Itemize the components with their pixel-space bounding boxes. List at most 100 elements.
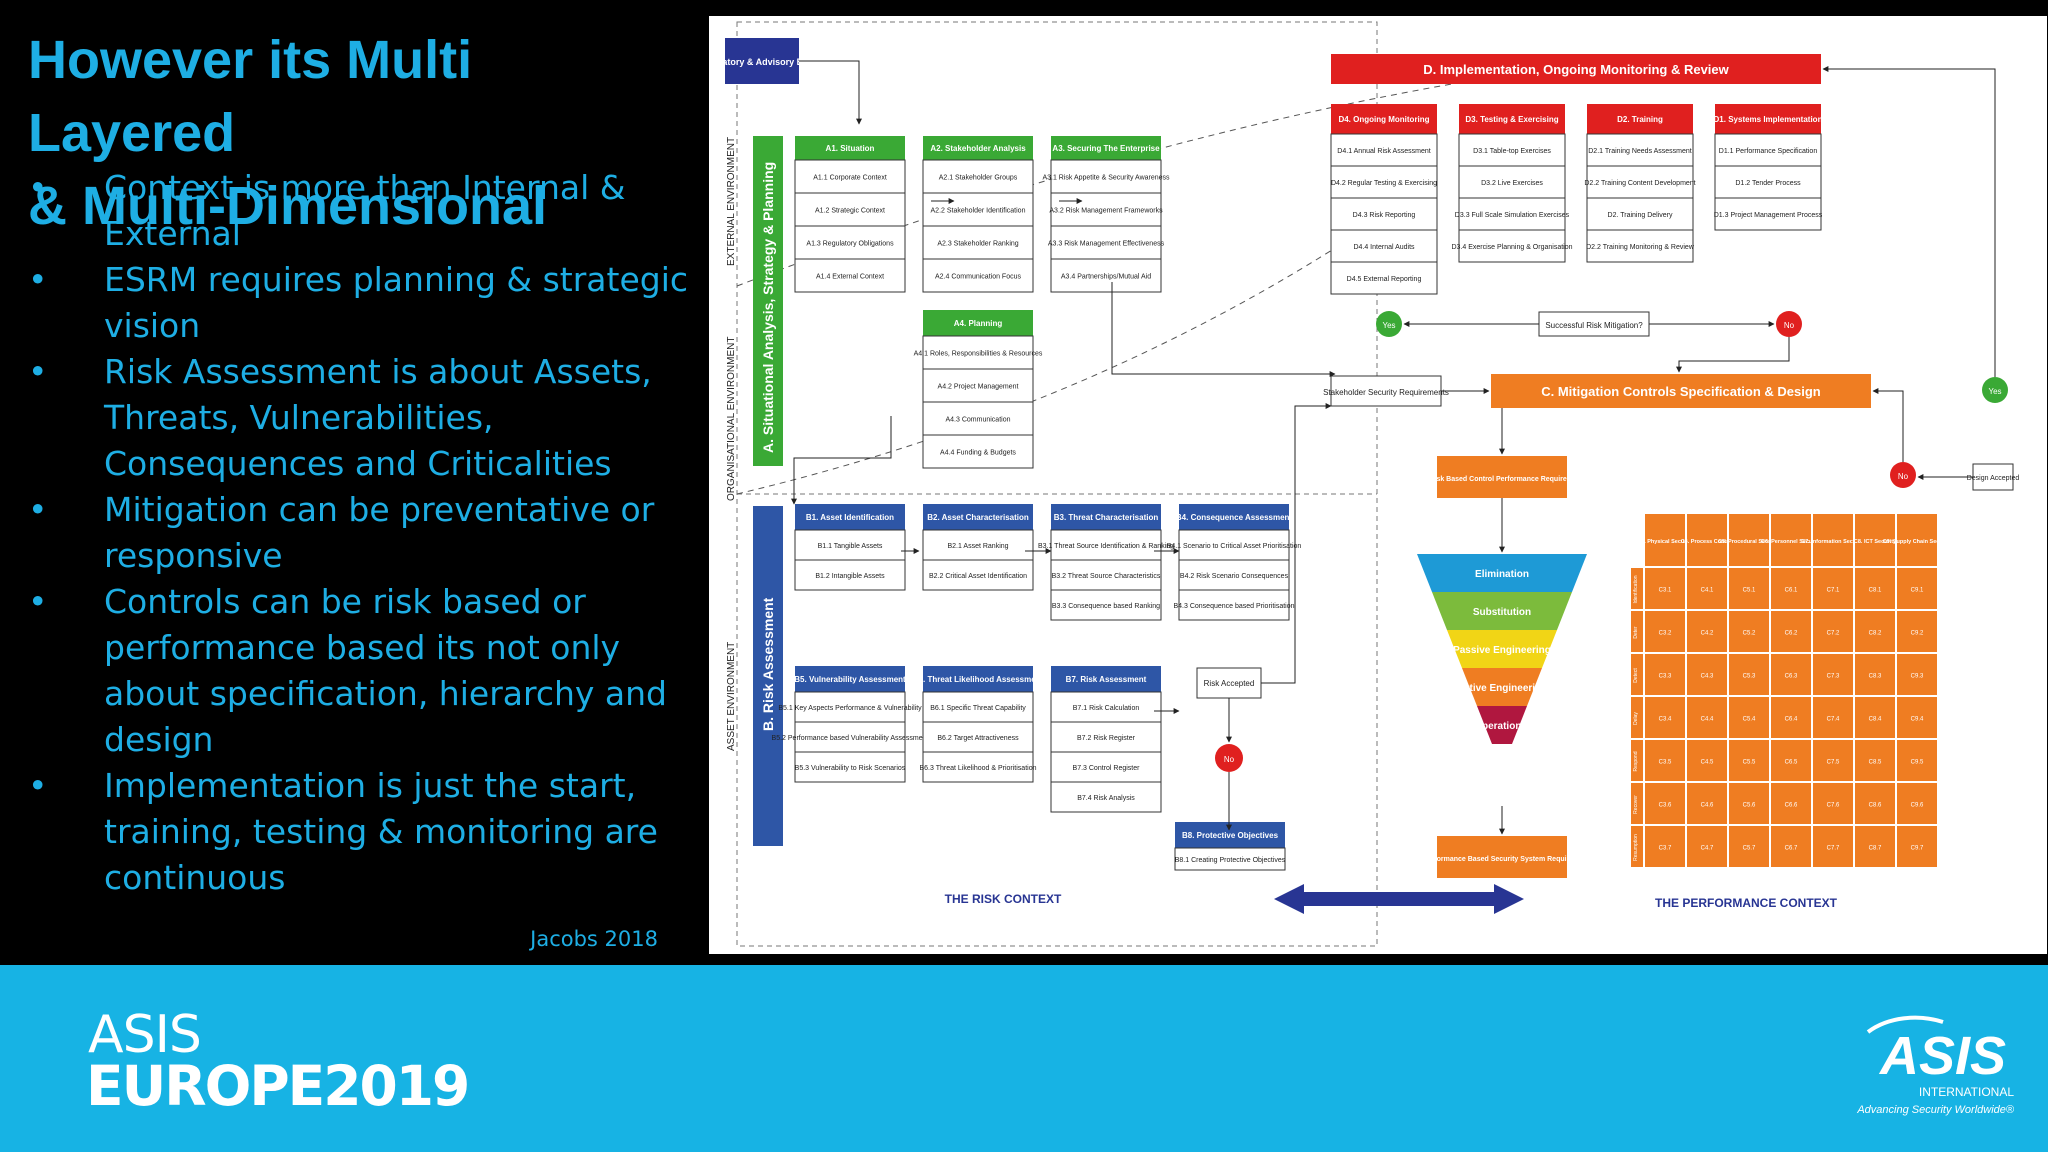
process-item-label: B3.1 Threat Source Identification & Rank…	[1038, 543, 1174, 550]
process-item-label: D4.3 Risk Reporting	[1353, 212, 1416, 219]
matrix-cell-label: C6.6	[1785, 803, 1798, 809]
matrix-cell	[1897, 611, 1937, 652]
box-a1-title: A1. Situation	[826, 144, 875, 153]
matrix-cell-label: C3.7	[1659, 846, 1672, 852]
matrix-cell-label: C6.7	[1785, 846, 1798, 852]
bullet-item: •Mitigation can be preventative or respo…	[28, 487, 708, 579]
matrix-cell-label: C9.2	[1911, 631, 1924, 637]
matrix-cell-label: C6.2	[1785, 631, 1798, 637]
box-b2-header	[923, 504, 1033, 530]
matrix-cell-label: C7.4	[1827, 717, 1840, 723]
matrix-cell	[1855, 783, 1895, 824]
bullet-item: •Implementation is just the start, train…	[28, 763, 708, 901]
matrix-row-label: Respond	[1633, 751, 1639, 771]
bullet-text: ESRM requires planning & strategic visio…	[104, 260, 689, 345]
box-a3-header	[1051, 136, 1161, 160]
connector	[1676, 337, 1790, 373]
process-item-label: A4.1 Roles, Responsibilities & Resources	[914, 351, 1043, 358]
process-item-cell	[1050, 589, 1162, 621]
process-item-label: D3.3 Full Scale Simulation Exercises	[1455, 212, 1570, 219]
box-b4-header	[1179, 504, 1289, 530]
process-item-cell	[1458, 229, 1566, 263]
process-item-label: D3.2 Live Exercises	[1481, 180, 1543, 187]
matrix-cell	[1645, 826, 1685, 867]
box-b2-title: B2. Asset Characterisation	[927, 513, 1029, 522]
funnel-layer-shape	[1447, 630, 1557, 668]
matrix-cell-label: C9.5	[1911, 760, 1924, 766]
process-item-label: D4.1 Annual Risk Assessment	[1337, 148, 1430, 155]
matrix-cell	[1855, 697, 1895, 738]
matrix-cell	[1771, 568, 1811, 609]
matrix-cell-label: C8.4	[1869, 717, 1882, 723]
process-item-label: D2.2 Training Content Development	[1584, 180, 1695, 187]
matrix-cell	[1771, 697, 1811, 738]
process-item-cell	[1050, 529, 1162, 561]
bullet-text: Implementation is just the start, traini…	[104, 766, 658, 897]
bullet-item: •Controls can be risk based or performan…	[28, 579, 708, 763]
matrix-cell	[1687, 740, 1727, 781]
box-b7-header	[1051, 666, 1161, 692]
matrix-row-label: Recover	[1633, 795, 1639, 814]
matrix-row-header	[1631, 611, 1643, 652]
process-item-cell	[922, 368, 1034, 403]
no-label: No	[1898, 472, 1909, 481]
env-external-label: EXTERNAL ENVIRONMENT	[726, 137, 737, 266]
process-item-cell	[922, 529, 1034, 561]
matrix-cell-label: C8.5	[1869, 760, 1882, 766]
process-item-label: B4.3 Consequence based Prioritisation	[1173, 603, 1294, 610]
matrix-cell	[1813, 611, 1853, 652]
connector	[1261, 403, 1332, 684]
process-item-label: D3.4 Exercise Planning & Organisation	[1451, 244, 1572, 251]
bullet-marker: •	[28, 260, 48, 299]
process-item-label: B7.1 Risk Calculation	[1073, 705, 1140, 712]
risk-context-frame	[736, 21, 1378, 947]
process-item-cell	[922, 559, 1034, 591]
matrix-row-header	[1631, 783, 1643, 824]
process-item-cell	[922, 258, 1034, 293]
process-item-label: A3.4 Partnerships/Mutual Aid	[1061, 274, 1151, 281]
c2-label: C2. Performance Based Security System Re…	[1410, 856, 1594, 863]
process-item-label: B5.3 Vulnerability to Risk Scenarios	[795, 765, 906, 772]
bullet-text: Controls can be risk based or performanc…	[104, 582, 667, 759]
process-item-label: A2.3 Stakeholder Ranking	[937, 241, 1018, 248]
bullet-item: •Risk Assessment is about Assets, Threat…	[28, 349, 708, 487]
process-item-label: B1.1 Tangible Assets	[818, 543, 883, 550]
yes-label: Yes	[1382, 321, 1395, 330]
matrix-cell	[1897, 783, 1937, 824]
process-item-label: B5.2 Performance based Vulnerability Ass…	[772, 735, 929, 742]
box-a4-header	[923, 310, 1033, 336]
funnel-layer-shape	[1417, 554, 1587, 592]
process-item-label: B4.2 Risk Scenario Consequences	[1180, 573, 1289, 580]
matrix-cell-label: C3.5	[1659, 760, 1672, 766]
matrix-cell-label: C6.1	[1785, 588, 1798, 594]
matrix-cell-label: C8.6	[1869, 803, 1882, 809]
matrix-cell-label: C5.3	[1743, 674, 1756, 680]
matrix-row-label: Resumption	[1633, 834, 1639, 861]
process-item-cell	[922, 401, 1034, 436]
box-b1-title: B1. Asset Identification	[806, 513, 894, 522]
process-item-cell	[922, 192, 1034, 227]
matrix-cell-label: C7.5	[1827, 760, 1840, 766]
process-item-label: A2.2 Stakeholder Identification	[931, 208, 1026, 215]
matrix-cell-label: C9.1	[1911, 588, 1924, 594]
bullet-item: •Context is more than Internal & Externa…	[28, 165, 708, 257]
phase-d-label: D. Implementation, Ongoing Monitoring & …	[1423, 62, 1729, 77]
matrix-cell	[1813, 697, 1853, 738]
matrix-cell	[1645, 611, 1685, 652]
process-item-label: D2.1 Training Needs Assessment	[1588, 148, 1692, 155]
connector	[1872, 388, 1904, 462]
process-item-label: A2.1 Stakeholder Groups	[939, 175, 1018, 182]
process-item-label: A1.3 Regulatory Obligations	[806, 241, 894, 248]
regulatory-box	[725, 38, 799, 84]
matrix-cell	[1855, 826, 1895, 867]
no-label: No	[1224, 755, 1235, 764]
process-item-cell	[1178, 559, 1290, 591]
matrix-cell-label: C7.3	[1827, 674, 1840, 680]
matrix-cell	[1729, 654, 1769, 695]
box-b8-title: B8. Protective Objectives	[1182, 831, 1279, 840]
process-item-label: B7.2 Risk Register	[1077, 735, 1136, 742]
funnel-layer-label: Passive Engineering	[1453, 645, 1551, 656]
